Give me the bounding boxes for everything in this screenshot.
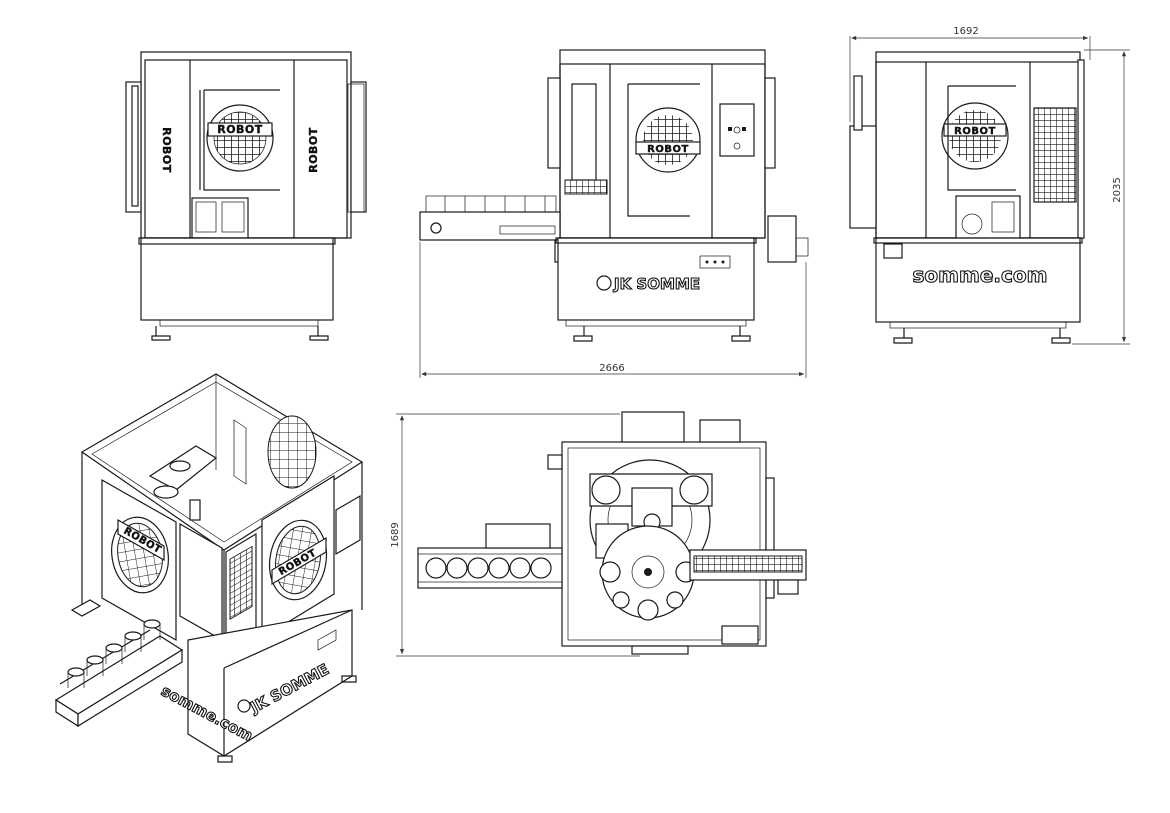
- top-view: 1689: [390, 411, 807, 657]
- robot-label-rear: ROBOT: [954, 126, 996, 137]
- robot-label-left-panel: ROBOT: [160, 127, 173, 173]
- dimension-height: 2035: [1112, 177, 1123, 202]
- dimension-length: 2666: [599, 363, 624, 374]
- rear-view: ROBOT somme.com 1692 2035: [849, 26, 1130, 345]
- brand-logo-side: JK SOMME: [613, 275, 700, 293]
- website-label-rear: somme.com: [913, 263, 1048, 287]
- robot-label-front: ROBOT: [217, 123, 263, 136]
- isometric-view: ROBOT ROBOT JK SOMME: [54, 373, 364, 763]
- robot-label-side: ROBOT: [647, 144, 689, 155]
- robot-label-right-panel: ROBOT: [307, 127, 320, 173]
- front-view: ROBOT ROBOT ROBOT: [125, 51, 367, 341]
- dimension-width: 1692: [953, 26, 978, 37]
- side-view: ROBOT JK SOMME 2666: [419, 49, 809, 378]
- dimension-depth: 1689: [390, 522, 401, 547]
